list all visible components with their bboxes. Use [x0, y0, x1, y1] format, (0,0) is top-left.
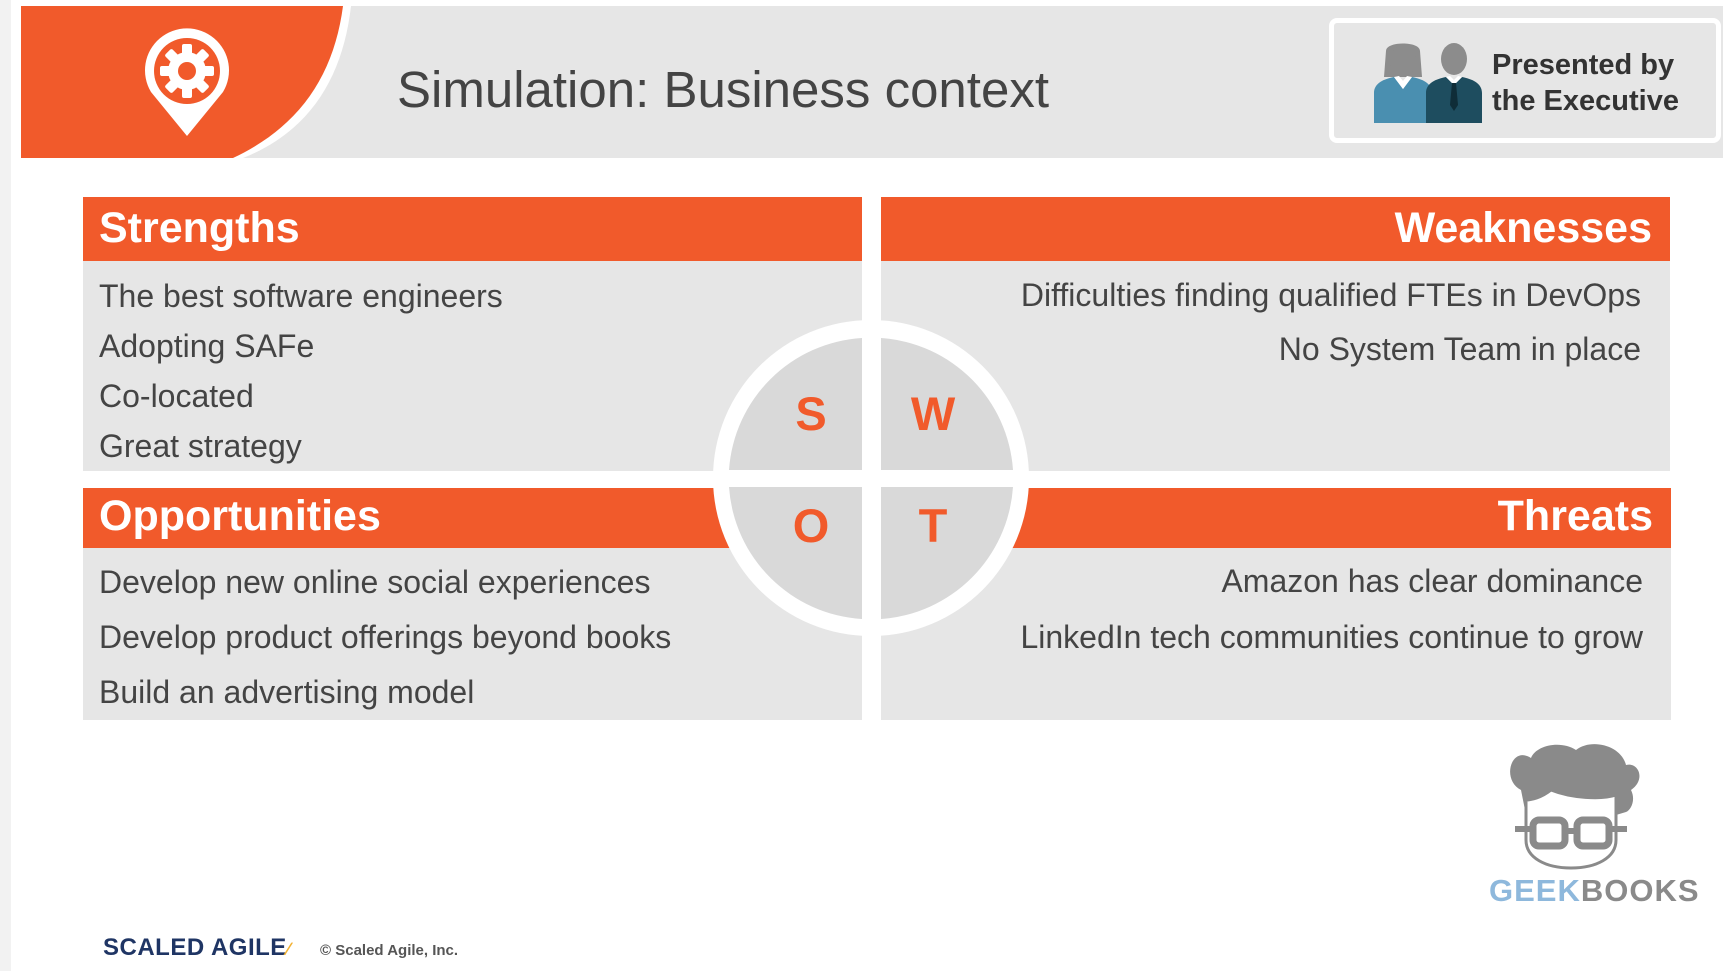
list-item: Develop new online social experiences	[99, 564, 651, 600]
geek-face-icon	[1491, 740, 1651, 875]
threats-list: Amazon has clear dominance LinkedIn tech…	[1020, 560, 1643, 672]
swot-letter-o: O	[792, 499, 830, 552]
strengths-heading: Strengths	[83, 197, 862, 261]
list-item: Amazon has clear dominance	[1221, 563, 1643, 599]
page-title: Simulation: Business context	[397, 61, 1049, 118]
copyright: © Scaled Agile, Inc.	[320, 942, 459, 959]
opportunities-list: Develop new online social experiences De…	[99, 560, 671, 725]
list-item: Great strategy	[99, 428, 302, 464]
logo-mark-icon: ∕	[286, 939, 291, 959]
list-item: Co-located	[99, 378, 254, 414]
list-item: No System Team in place	[1278, 331, 1641, 367]
presenter-line-2: the Executive	[1492, 85, 1679, 117]
header-logo-block	[21, 6, 351, 158]
list-item: Difficulties finding qualified FTEs in D…	[1020, 277, 1641, 313]
swot-letter-s: S	[795, 387, 827, 440]
watermark-part-2: BOOKS	[1580, 873, 1700, 908]
strengths-list: The best software engineers Adopting SAF…	[99, 275, 503, 475]
list-item: LinkedIn tech communities continue to gr…	[1020, 619, 1643, 655]
list-item: The best software engineers	[99, 278, 503, 314]
list-item: Build an advertising model	[99, 674, 475, 710]
presenter-label: Presented by the Executive	[1492, 47, 1679, 119]
swot-letter-t: T	[918, 499, 948, 552]
watermark-part-1: GEEK	[1489, 873, 1581, 908]
list-item: Develop product offerings beyond books	[99, 619, 672, 655]
swot-circle	[83, 197, 1671, 720]
presenter-badge: Presented by the Executive	[1329, 18, 1721, 143]
presenters-icon	[1372, 43, 1484, 128]
gear-location-pin-icon	[21, 6, 351, 158]
watermark-text: GEEKBOOKS	[1489, 873, 1700, 909]
footer-logo-text: SCALED AGILE	[103, 934, 287, 961]
list-item: Adopting SAFe	[99, 328, 315, 364]
scaled-agile-logo: SCALED AGILE∕	[103, 934, 290, 962]
swot-letter-w: W	[910, 387, 956, 440]
weaknesses-heading: Weaknesses	[881, 197, 1670, 261]
weaknesses-list: Difficulties finding qualified FTEs in D…	[1021, 274, 1641, 382]
presenter-line-1: Presented by	[1492, 49, 1675, 81]
